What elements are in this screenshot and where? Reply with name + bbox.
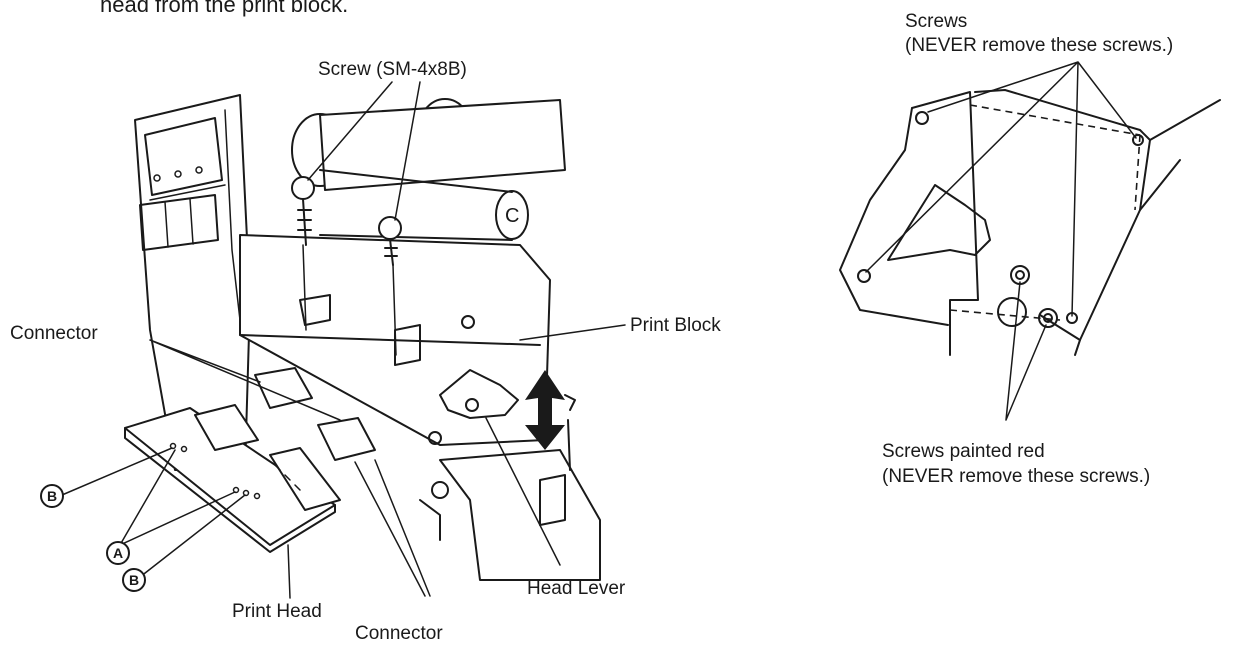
head-lever [439,369,565,450]
right-leaders [865,61,1137,421]
connector-label-bottom: Connector [355,623,443,644]
screws-note: (NEVER remove these screws.) [905,35,1174,56]
marker-b-bottom: B [122,568,146,592]
print-head [124,367,376,553]
detail-plate [839,89,1221,356]
svg-text:C: C [505,205,519,227]
left-leaders [61,81,626,599]
marker-a: A [106,541,130,565]
screws [291,176,402,266]
painted-screws-title: Screws painted red [882,441,1045,462]
connector-label-left: Connector [10,323,98,344]
screws-title: Screws [905,11,968,32]
painted-screws-note: (NEVER remove these screws.) [882,466,1151,487]
marker-b-top: B [40,484,64,508]
head-lever-label: Head Lever [527,578,626,599]
ribbon-rollers: C [291,98,566,241]
caption-text: head from the print block. [100,0,349,17]
lower-frame [419,394,601,581]
screw-label: Screw (SM-4x8B) [318,59,467,80]
print-head-label: Print Head [232,601,322,622]
print-block-label: Print Block [630,315,721,336]
